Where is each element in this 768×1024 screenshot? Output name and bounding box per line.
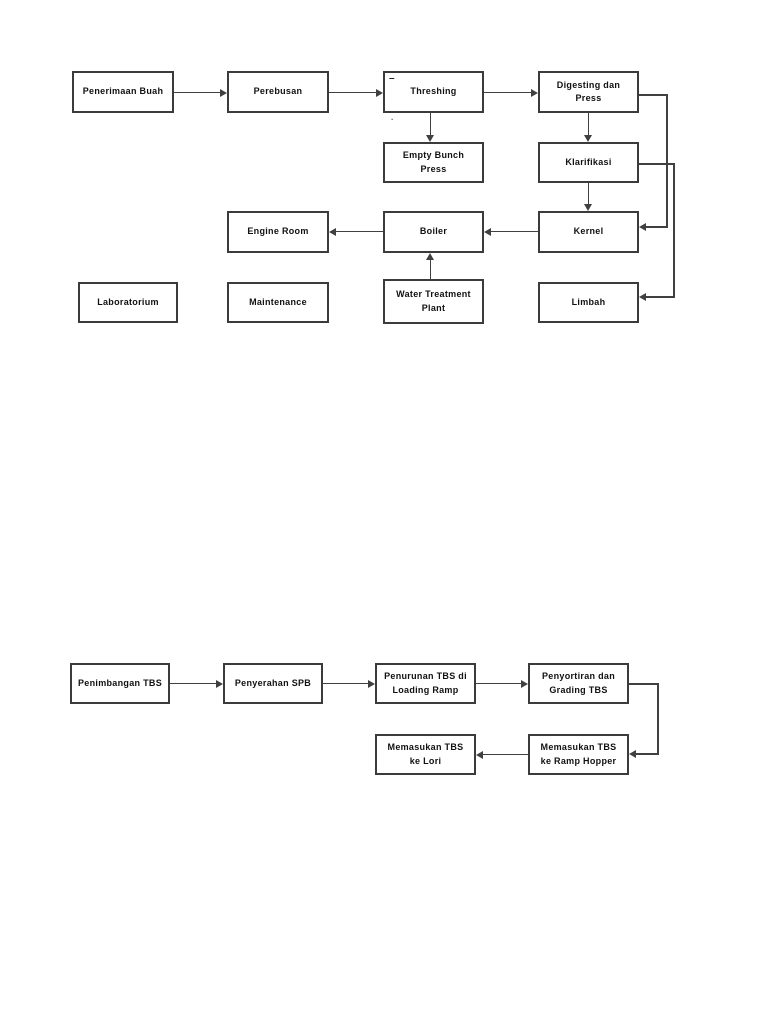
- arrowhead-into-engine-room: [329, 228, 336, 236]
- arrowhead-into-boiler-bottom: [426, 253, 434, 260]
- node-boiler: Boiler: [383, 211, 484, 253]
- connector-kernel-to-boiler: [491, 231, 538, 232]
- node-klarifikasi: Klarifikasi: [538, 142, 639, 183]
- node-perebusan: Perebusan: [227, 71, 329, 113]
- elbow-klarifikasi-to-limbah-seg2: [673, 163, 675, 298]
- arrowhead-into-penurunan: [368, 680, 375, 688]
- connector-ramp-hopper-to-lori: [483, 754, 528, 755]
- node-penyerahan-spb: Penyerahan SPB: [223, 663, 323, 704]
- arrowhead-into-kernel-top: [584, 204, 592, 211]
- node-kernel: Kernel: [538, 211, 639, 253]
- elbow-digesting-to-kernel-seg3: [646, 226, 668, 228]
- connector-threshing-to-digesting: [484, 92, 531, 93]
- elbow-penyortiran-to-ramp-hopper-seg2: [657, 683, 659, 755]
- elbow-klarifikasi-to-limbah-seg3: [646, 296, 675, 298]
- arrowhead-into-kernel-right: [639, 223, 646, 231]
- node-empty-bunch-press: Empty Bunch Press: [383, 142, 484, 183]
- arrowhead-into-empty-bunch-press: [426, 135, 434, 142]
- elbow-penyortiran-to-ramp-hopper-seg1: [629, 683, 659, 685]
- node-laboratorium: Laboratorium: [78, 282, 178, 323]
- elbow-digesting-to-kernel-seg1: [639, 94, 668, 96]
- elbow-digesting-to-kernel-seg2: [666, 94, 668, 228]
- stray-dot-mark: .: [391, 113, 394, 122]
- connector-boiler-to-engine-room: [336, 231, 383, 232]
- connector-klarifikasi-to-kernel: [588, 183, 589, 204]
- arrowhead-into-digesting: [531, 89, 538, 97]
- arrowhead-into-perebusan: [220, 89, 227, 97]
- arrowhead-into-klarifikasi: [584, 135, 592, 142]
- arrowhead-into-limbah: [639, 293, 646, 301]
- node-water-treatment-plant: Water Treatment Plant: [383, 279, 484, 324]
- node-digesting-dan-press: Digesting dan Press: [538, 71, 639, 113]
- connector-penimbangan-to-penyerahan: [170, 683, 216, 684]
- node-penurunan-tbs-loading-ramp: Penurunan TBS di Loading Ramp: [375, 663, 476, 704]
- arrowhead-into-penyortiran: [521, 680, 528, 688]
- connector-penerimaan-to-perebusan: [174, 92, 220, 93]
- node-threshing: Threshing: [383, 71, 484, 113]
- arrowhead-into-ramp-hopper: [629, 750, 636, 758]
- node-maintenance: Maintenance: [227, 282, 329, 323]
- node-engine-room: Engine Room: [227, 211, 329, 253]
- connector-perebusan-to-threshing: [329, 92, 376, 93]
- connector-penurunan-to-penyortiran: [476, 683, 521, 684]
- node-memasukan-tbs-lori: Memasukan TBS ke Lori: [375, 734, 476, 775]
- node-limbah: Limbah: [538, 282, 639, 323]
- node-penimbangan-tbs: Penimbangan TBS: [70, 663, 170, 704]
- connector-penyerahan-to-penurunan: [323, 683, 368, 684]
- node-penerimaan-buah: Penerimaan Buah: [72, 71, 174, 113]
- elbow-klarifikasi-to-limbah-seg1: [639, 163, 675, 165]
- arrowhead-into-threshing: [376, 89, 383, 97]
- arrowhead-into-penyerahan: [216, 680, 223, 688]
- node-memasukan-tbs-ramp-hopper: Memasukan TBS ke Ramp Hopper: [528, 734, 629, 775]
- connector-threshing-to-empty-bunch-press: [430, 113, 431, 135]
- arrowhead-into-boiler: [484, 228, 491, 236]
- arrowhead-into-lori: [476, 751, 483, 759]
- elbow-penyortiran-to-ramp-hopper-seg3: [636, 753, 659, 755]
- node-penyortiran-grading-tbs: Penyortiran dan Grading TBS: [528, 663, 629, 704]
- stray-dash-mark: –: [389, 73, 395, 84]
- connector-digesting-to-klarifikasi: [588, 113, 589, 135]
- connector-water-treatment-to-boiler: [430, 260, 431, 279]
